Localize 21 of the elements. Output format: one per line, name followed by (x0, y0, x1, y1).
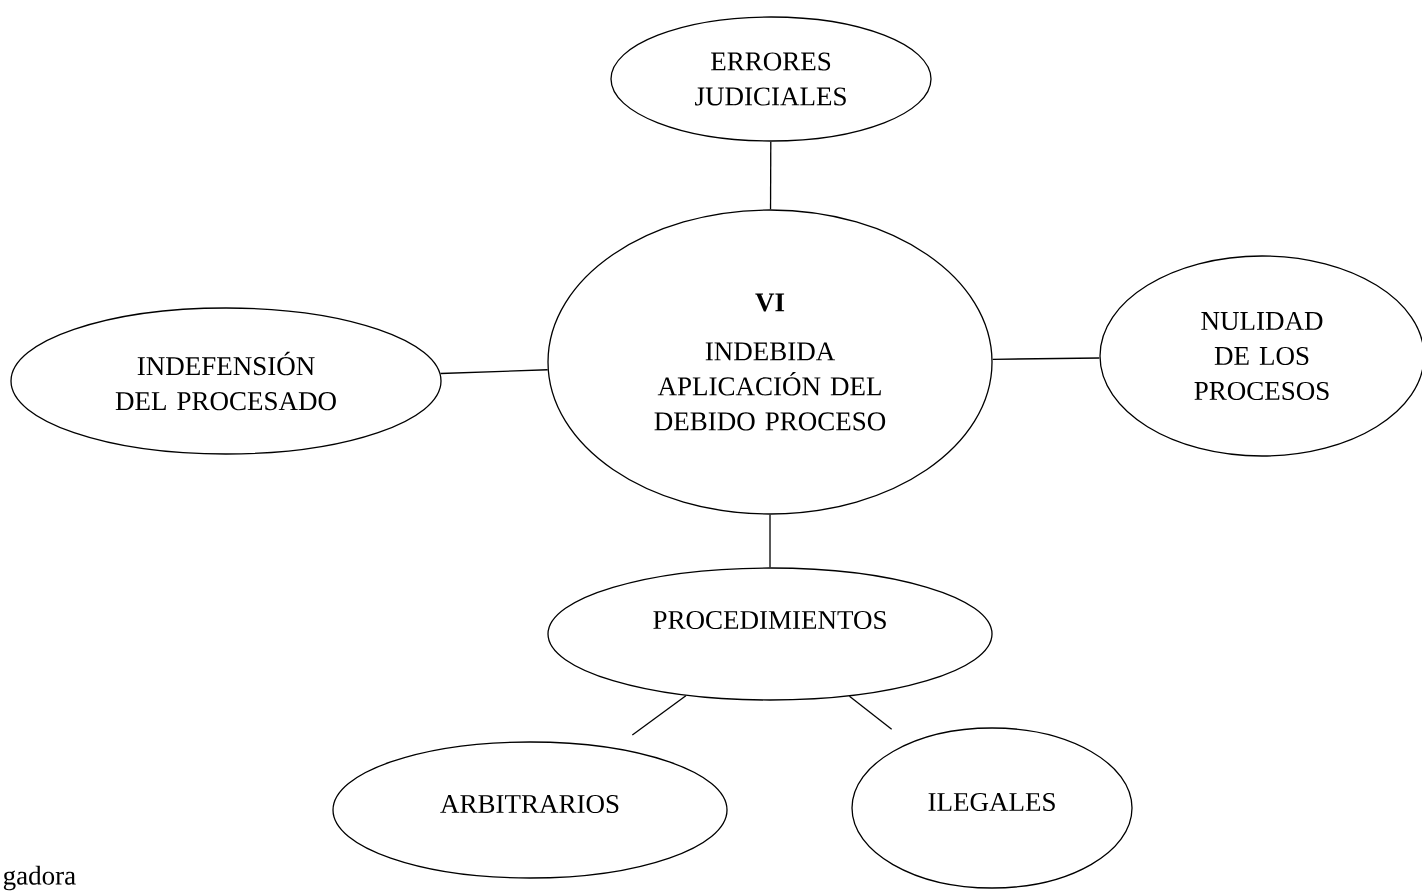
ellipse-node (547, 209, 993, 515)
ellipse-node (610, 16, 932, 142)
node-label: PROCEDIMIENTOS (653, 610, 886, 630)
ellipse-node (851, 727, 1133, 889)
node-label: ARBITRARIOS (440, 794, 619, 814)
connector-line (769, 514, 771, 568)
connector-line (631, 695, 687, 736)
node-label: INDEBIDA APLICACIÓN DEL DEBIDO PROCESO (654, 342, 886, 431)
connector-line (991, 357, 1101, 360)
node-label: ILEGALES (928, 792, 1055, 812)
node-label: VI (755, 293, 785, 312)
ellipse-node (332, 741, 728, 879)
ellipse-node (547, 567, 993, 701)
node-label: ERRORES JUDICIALES (695, 52, 846, 106)
ellipse-node (10, 307, 442, 455)
connector-line (848, 695, 893, 730)
node-label: NULIDAD DE LOS PROCESOS (1194, 311, 1329, 401)
connector-line (439, 369, 549, 375)
note-text: gadora (3, 865, 76, 891)
connector-line (769, 141, 772, 210)
node-label: INDEFENSIÓN DEL PROCESADO (115, 351, 336, 411)
